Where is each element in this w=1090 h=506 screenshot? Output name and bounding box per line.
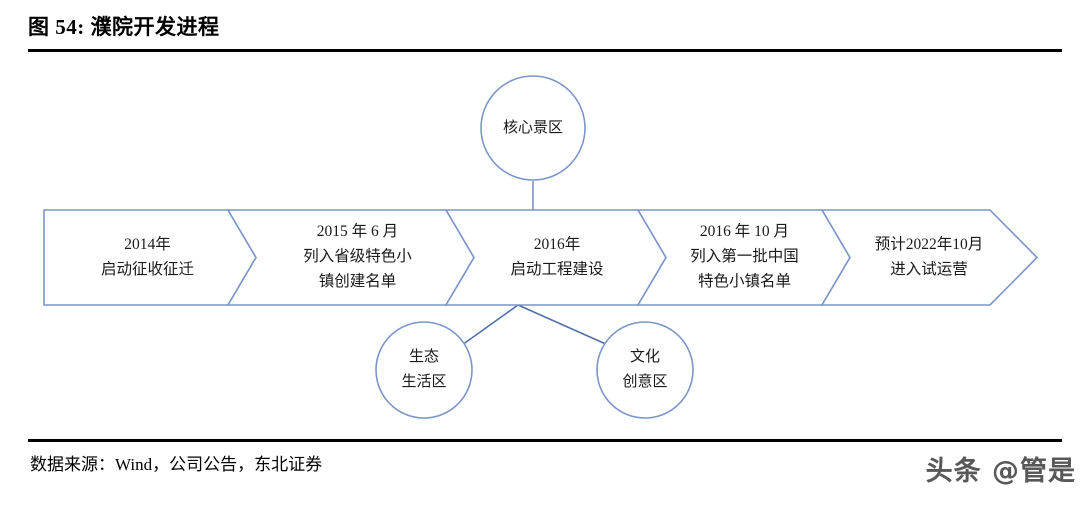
connector-culture-diagonal xyxy=(517,304,609,346)
source-note: 数据来源：Wind，公司公告，东北证券 xyxy=(30,455,323,474)
chevron-stage-4[interactable] xyxy=(636,209,851,306)
node-circle-core[interactable] xyxy=(480,75,586,181)
watermark: 头条 @管是 xyxy=(925,456,1076,487)
chevron-stage-2[interactable] xyxy=(226,209,475,306)
connector-eco-diagonal xyxy=(461,304,519,346)
page-title: 图 54: 濮院开发进程 xyxy=(28,15,220,39)
chevron-stage-5[interactable] xyxy=(820,209,1039,306)
node-circle-culture[interactable] xyxy=(596,321,694,419)
chevron-stage-3[interactable] xyxy=(444,209,667,306)
footer-divider xyxy=(28,439,1062,442)
node-circle-eco[interactable] xyxy=(375,321,473,419)
chevron-stage-1[interactable] xyxy=(43,209,257,306)
figure-header: 图 54: 濮院开发进程 xyxy=(28,10,1062,52)
header-divider xyxy=(28,49,1062,52)
